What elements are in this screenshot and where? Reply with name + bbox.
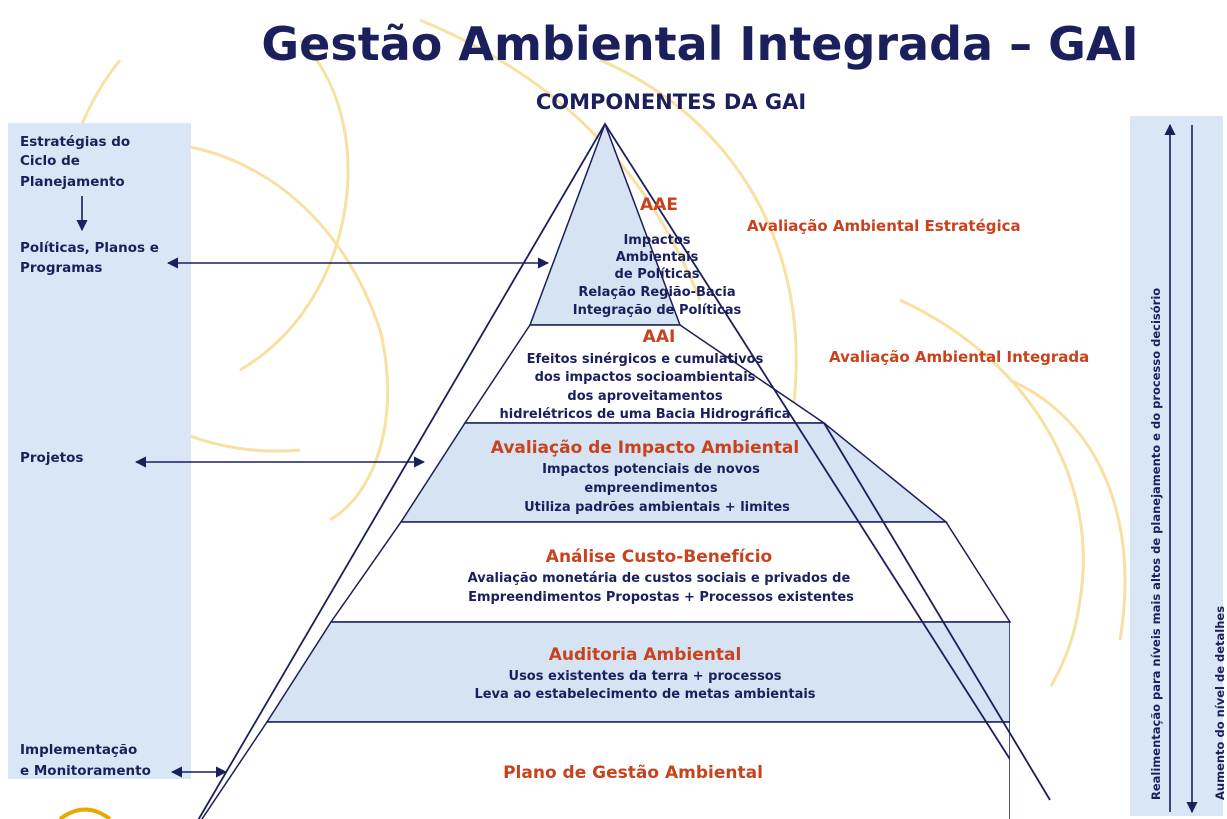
aai-side-label: Avaliação Ambiental Integrada (829, 348, 1089, 366)
plan-title: Plano de Gestão Ambiental (503, 763, 763, 783)
aai-line-4: hidrelétricos de uma Bacia Hidrográfica (500, 407, 791, 422)
pyramid-right-edge (604, 123, 1050, 819)
aia-title: Avaliação de Impacto Ambiental (491, 438, 799, 458)
aae-line-3: de Políticas (615, 267, 700, 282)
aae-side-label: Avaliação Ambiental Estratégica (747, 217, 1021, 235)
band-plan (201, 721, 1011, 819)
implementation-line-1: Implementação (20, 742, 137, 758)
detail-label: Aumento do nível de detalhes (1213, 606, 1227, 800)
aae-line-1: Impactos (623, 233, 690, 248)
projects-label: Projetos (20, 450, 83, 466)
acb-line-2: Empreendimentos Propostas + Processos ex… (468, 590, 854, 605)
strategies-line-1: Estratégias do (20, 134, 130, 150)
page-subtitle: COMPONENTES DA GAI (536, 90, 806, 114)
strategies-line-3: Planejamento (20, 174, 125, 190)
aai-line-1: Efeitos sinérgicos e cumulativos (527, 352, 764, 367)
acb-line-1: Avaliação monetária de custos sociais e … (468, 571, 851, 586)
aai-line-2: dos impactos socioambientais (535, 370, 756, 385)
aae-line-5: Integração de Políticas (573, 303, 742, 318)
page-title: Gestão Ambiental Integrada – GAI (261, 17, 1138, 71)
aae-line-4: Relação Região-Bacia (578, 285, 735, 300)
audit-line-2: Leva ao estabelecimento de metas ambient… (474, 687, 815, 702)
policies-line-2: Programas (20, 260, 102, 276)
pyramid-left-edge (197, 123, 606, 819)
aae-line-2: Ambientais (616, 250, 699, 265)
audit-line-1: Usos existentes da terra + processos (509, 669, 782, 684)
policies-line-1: Políticas, Planos e (20, 240, 159, 256)
left-panel (8, 123, 191, 779)
implementation-line-2: e Monitoramento (20, 763, 151, 779)
audit-title: Auditoria Ambiental (549, 645, 742, 665)
aia-line-2: empreendimentos (584, 481, 717, 496)
acb-title: Análise Custo-Benefício (546, 547, 772, 567)
aia-line-3: Utiliza padrões ambientais + limites (524, 500, 790, 515)
logo-fragment (58, 807, 112, 819)
aai-title: AAI (643, 327, 676, 347)
feedback-label: Realimentação para níveis mais altos de … (1149, 288, 1163, 800)
right-panel (1130, 116, 1223, 816)
aae-title: AAE (640, 195, 678, 215)
aia-line-1: Impactos potenciais de novos (542, 462, 760, 477)
strategies-line-2: Ciclo de (20, 153, 80, 169)
aai-line-3: dos aproveitamentos (567, 389, 722, 404)
pyramid (201, 121, 1012, 819)
